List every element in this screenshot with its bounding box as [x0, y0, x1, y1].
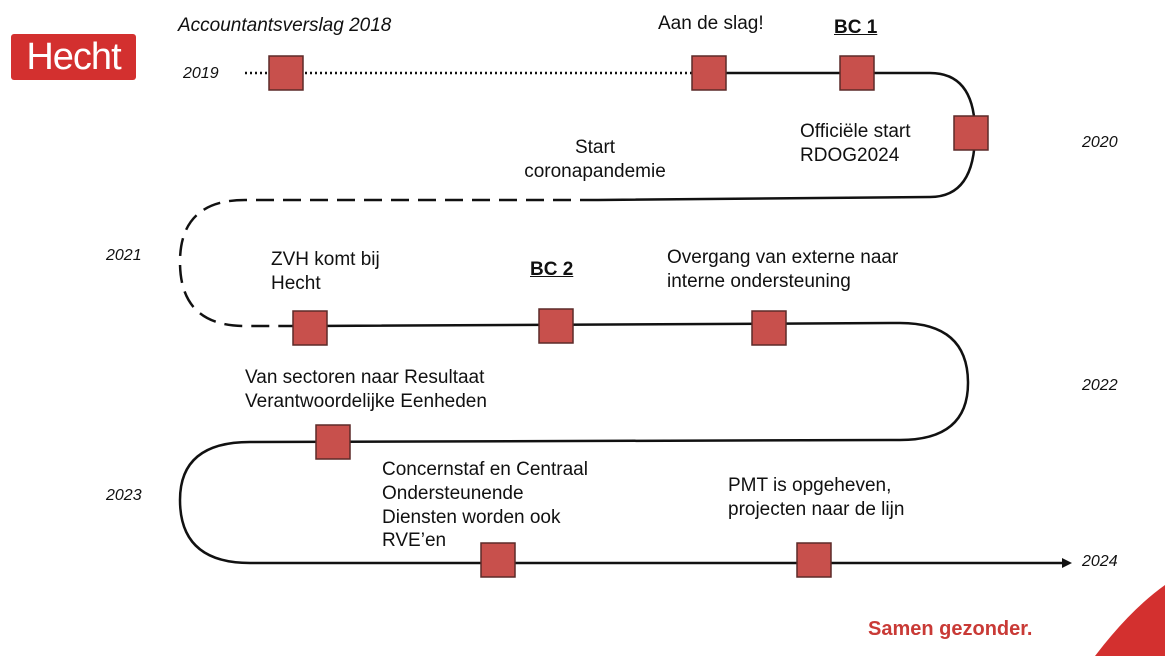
- milestone-bc2: [538, 308, 574, 344]
- year-2021: 2021: [106, 247, 142, 264]
- milestone-sectoren: [315, 424, 351, 460]
- milestone-bc1: [839, 55, 875, 91]
- label-officiele-start: Officiële start RDOG2024: [800, 121, 911, 166]
- year-2019: 2019: [183, 65, 219, 82]
- year-2024: 2024: [1082, 553, 1118, 570]
- timeline-segment-2021-2022: [249, 321, 970, 444]
- milestone-officiele-start: [953, 115, 989, 151]
- timeline-segment-2023-2024: [178, 440, 1062, 565]
- label-sectoren: Van sectoren naar Resultaat Verantwoorde…: [245, 367, 487, 412]
- year-2022: 2022: [1082, 377, 1118, 394]
- year-2023: 2023: [106, 487, 142, 504]
- diagram-title: Accountantsverslag 2018: [178, 15, 392, 36]
- label-bc1: BC 1: [834, 17, 878, 38]
- label-concernstaf: Concernstaf en Centraal Ondersteunende D…: [382, 459, 588, 552]
- label-start-corona: Start coronapandemie: [524, 137, 666, 182]
- label-bc2: BC 2: [530, 259, 574, 280]
- hecht-logo: Hecht: [11, 34, 136, 80]
- milestone-aan-de-slag: [691, 55, 727, 91]
- milestone-zvh: [292, 310, 328, 346]
- slogan: Samen gezonder.: [868, 618, 1033, 640]
- label-overgang: Overgang van externe naar interne onders…: [667, 247, 899, 292]
- year-2020: 2020: [1082, 134, 1118, 151]
- label-aan-de-slag: Aan de slag!: [658, 13, 764, 34]
- label-zvh: ZVH komt bij Hecht: [271, 249, 380, 294]
- label-pmt: PMT is opgeheven, projecten naar de lijn: [728, 475, 905, 520]
- milestone-overgang: [751, 310, 787, 346]
- timeline-dashed-covid: [178, 198, 598, 328]
- milestone-accountantsverslag: [268, 55, 304, 91]
- timeline-arrowhead: [1062, 558, 1072, 568]
- milestone-pmt: [796, 542, 832, 578]
- corner-swoosh: [1095, 585, 1165, 656]
- milestone-concernstaf: [480, 542, 516, 578]
